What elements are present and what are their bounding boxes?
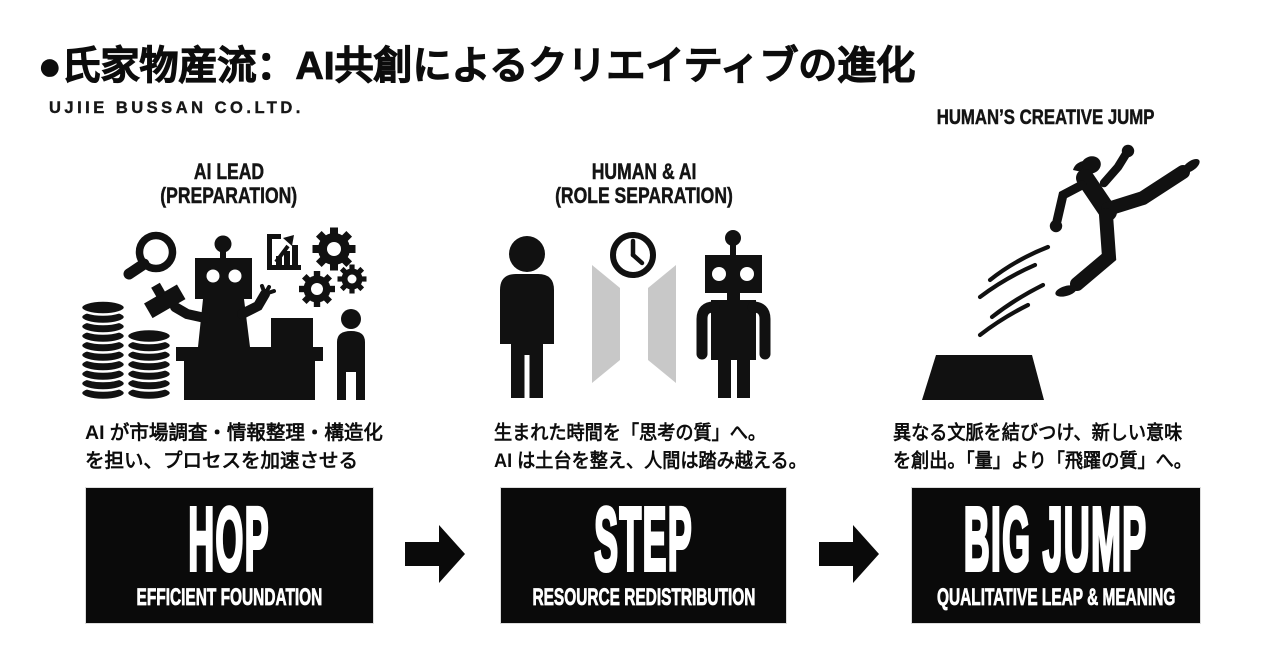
coin-stacks-icon <box>79 299 173 402</box>
stage2-desc-line2: AI は土台を整え、人間は踏み越える。 <box>494 450 807 472</box>
stage3-heading: HUMAN’S CREATIVE JUMP <box>896 105 1196 130</box>
stage1-desc-line2: を担い、プロセスを加速させる <box>85 450 359 472</box>
stage1-description: AI が市場調査・情報整理・構造化 を担い、プロセスを加速させる <box>85 419 383 475</box>
stage2-box-title: STEP <box>593 489 693 590</box>
stage3-box-subtitle: QUALITATIVE LEAP & MEANING <box>936 583 1176 611</box>
stage3-box-title: BIG JUMP <box>963 489 1148 590</box>
company-name: UJIIE BUSSAN CO.LTD. <box>49 99 304 117</box>
stage3-icon-scene <box>922 144 1200 400</box>
human-icon <box>500 236 554 398</box>
stage1-heading-line2: (PREPARATION) <box>160 183 298 208</box>
chart-icon <box>267 234 301 270</box>
stage1-icon-scene <box>79 227 367 402</box>
stage2-description: 生まれた時間を「思考の質」へ。 AI は土台を整え、人間は踏み越える。 <box>494 419 807 475</box>
gears-icon <box>299 227 367 307</box>
motion-lines-icon <box>977 244 1051 338</box>
stage2-box-subtitle: RESOURCE REDISTRIBUTION <box>532 583 755 611</box>
clock-icon <box>610 232 656 278</box>
stage2-heading: HUMAN & AI (ROLE SEPARATION) <box>500 159 788 208</box>
stamp-icon <box>144 282 186 319</box>
stage1-heading: AI LEAD (PREPARATION) <box>85 159 373 208</box>
stage3-heading-line1: HUMAN’S CREATIVE JUMP <box>937 105 1155 130</box>
stage2-box: STEP RESOURCE REDISTRIBUTION <box>500 487 787 624</box>
robot-icon <box>696 230 771 398</box>
stage1-desc-line1: AI が市場調査・情報整理・構造化 <box>85 422 383 444</box>
stage2-heading-line1: HUMAN & AI <box>591 159 697 184</box>
stage3-box: BIG JUMP QUALITATIVE LEAP & MEANING <box>911 487 1201 624</box>
robot-icon <box>170 235 276 347</box>
stage2-heading-line2: (ROLE SEPARATION) <box>555 183 733 208</box>
stage3-desc-line2: を創出。「量」より「飛躍の質」へ。 <box>893 450 1192 472</box>
stage1-heading-line1: AI LEAD <box>193 159 265 184</box>
page-title: ●氏家物産流：AI共創によるクリエイティブの進化 <box>37 45 916 89</box>
arrow-right-icon <box>819 525 879 583</box>
platform-icon <box>922 355 1044 400</box>
stage2-desc-line1: 生まれた時間を「思考の質」へ。 <box>494 422 767 444</box>
stage3-desc-line1: 異なる文脈を結びつけ、新しい意味 <box>893 422 1183 444</box>
jumping-person-icon <box>1049 144 1200 297</box>
small-person-icon <box>337 309 365 400</box>
stage3-description: 異なる文脈を結びつけ、新しい意味 を創出。「量」より「飛躍の質」へ。 <box>893 419 1192 475</box>
stage1-box-subtitle: EFFICIENT FOUNDATION <box>136 583 323 611</box>
arrow-right-icon <box>405 525 465 583</box>
separator-panels-icon <box>592 265 676 383</box>
stage2-icon-scene <box>500 230 771 398</box>
stage1-box: HOP EFFICIENT FOUNDATION <box>85 487 374 624</box>
magnifier-icon <box>123 231 177 280</box>
stage1-box-title: HOP <box>188 489 271 590</box>
desk-icon <box>176 318 323 400</box>
